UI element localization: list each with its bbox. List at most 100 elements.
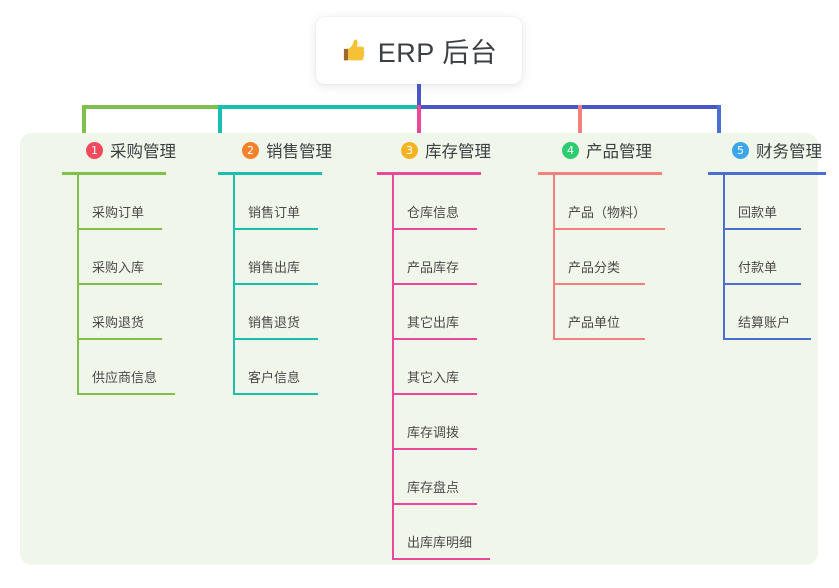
branch-item-label: 其它入库 [407,370,460,385]
branch-title-3: 库存管理 [425,143,491,161]
branch-header-4[interactable]: 4 产品管理 [538,133,698,167]
branch-item[interactable]: 产品分类 [538,230,698,285]
branch-item[interactable]: 付款单 [708,230,839,285]
branch-spine-1 [77,175,79,395]
branch-spine-4 [553,175,555,340]
branch-item-rule [392,558,490,560]
branch-item-rule [553,283,645,285]
branch-item-label: 客户信息 [248,370,301,385]
branch-item[interactable]: 其它出库 [377,285,527,340]
branch-item-rule [77,283,162,285]
branch-badge-4: 4 [562,141,579,159]
branch-header-5[interactable]: 5 财务管理 [708,133,839,167]
branch-item[interactable]: 产品（物料） [538,175,698,230]
branch-underline-1 [62,172,166,175]
branch-items-3: 仓库信息产品库存其它出库其它入库库存调拨库存盘点出库库明细 [377,175,527,560]
branch-item-label: 其它出库 [407,315,460,330]
branch-spine-2 [233,175,235,395]
branch-item-rule [77,338,162,340]
branch-item-label: 产品（物料） [568,205,647,220]
branch-item-label: 供应商信息 [92,370,158,385]
branch-item-label: 出库库明细 [407,535,473,550]
branch-item[interactable]: 采购退货 [62,285,212,340]
branch-item-label: 采购订单 [92,205,145,220]
connector-stem-main [417,84,421,107]
branch-badge-1: 1 [86,141,103,159]
branch-item-rule [553,338,645,340]
branch-underline-2 [218,172,322,175]
branch-column-4: 4 产品管理 产品（物料） 产品分类产品单位 [538,133,698,340]
branch-badge-3: 3 [401,141,418,159]
branch-items-2: 销售订单销售出库销售退货客户信息 [218,175,368,395]
branch-item-rule [392,283,477,285]
root-node-title: ERP 后台 [377,38,498,68]
branch-item[interactable]: 库存盘点 [377,450,527,505]
branch-item-rule [233,393,318,395]
branch-item[interactable]: 产品单位 [538,285,698,340]
branch-item[interactable]: 回款单 [708,175,839,230]
branch-item[interactable]: 采购入库 [62,230,212,285]
branch-header-1[interactable]: 1 采购管理 [62,133,212,167]
branch-item-rule [77,393,175,395]
branch-item-rule [392,228,477,230]
branch-column-3: 3 库存管理 仓库信息产品库存其它出库其它入库库存调拨库存盘点出库库明细 [377,133,527,560]
branch-column-5: 5 财务管理 回款单付款单结算账户 [708,133,839,340]
branch-item-label: 库存调拨 [407,425,460,440]
branch-item[interactable]: 供应商信息 [62,340,212,395]
branch-item-rule [77,228,162,230]
branch-item-rule [233,338,318,340]
branch-item-rule [723,338,811,340]
branch-item-rule [723,283,801,285]
branch-item[interactable]: 产品库存 [377,230,527,285]
branch-underline-3 [377,172,481,175]
branch-item-label: 结算账户 [738,315,791,330]
branch-item-rule [553,228,665,230]
branch-badge-2: 2 [242,141,259,159]
branch-item-rule [392,503,477,505]
branch-item-label: 回款单 [738,205,778,220]
branch-item[interactable]: 仓库信息 [377,175,527,230]
branch-item-label: 采购入库 [92,260,145,275]
branch-item-rule [723,228,801,230]
branch-title-5: 财务管理 [756,143,822,161]
connector-drop-branch-4 [578,105,582,136]
branch-title-2: 销售管理 [266,143,332,161]
branch-items-4: 产品（物料） 产品分类产品单位 [538,175,698,340]
connector-bus-green [82,105,218,109]
connector-drop-branch-1 [82,105,86,136]
connector-bus-blue [419,105,719,109]
branch-column-2: 2 销售管理 销售订单销售出库销售退货客户信息 [218,133,368,395]
branch-item[interactable]: 采购订单 [62,175,212,230]
root-node-card[interactable]: ERP 后台 [316,17,522,84]
branch-underline-5 [708,172,826,175]
branch-column-1: 1 采购管理 采购订单采购入库采购退货供应商信息 [62,133,212,395]
branch-spine-3 [392,175,394,560]
branch-header-3[interactable]: 3 库存管理 [377,133,527,167]
connector-drop-branch-2 [218,105,222,136]
branch-item-label: 产品分类 [568,260,621,275]
branch-spine-5 [723,175,725,340]
branch-item-label: 采购退货 [92,315,145,330]
branch-item-rule [392,338,477,340]
branch-item[interactable]: 出库库明细 [377,505,527,560]
branch-item-rule [233,283,318,285]
branch-item-label: 销售出库 [248,260,301,275]
branch-item[interactable]: 其它入库 [377,340,527,395]
connector-bus-teal [218,105,419,109]
connector-drop-branch-5 [717,105,721,136]
branch-items-5: 回款单付款单结算账户 [708,175,839,340]
diagram-panel: 1 采购管理 采购订单采购入库采购退货供应商信息 2 销售管理 销售订单销售出库… [20,133,826,565]
branch-item[interactable]: 客户信息 [218,340,368,395]
branch-item[interactable]: 销售出库 [218,230,368,285]
branch-item-label: 仓库信息 [407,205,460,220]
branch-underline-4 [538,172,662,175]
branch-item[interactable]: 销售退货 [218,285,368,340]
branch-title-1: 采购管理 [110,143,176,161]
branch-item-label: 库存盘点 [407,480,460,495]
branch-item[interactable]: 库存调拨 [377,395,527,450]
branch-item-label: 产品单位 [568,315,621,330]
branch-item[interactable]: 结算账户 [708,285,839,340]
branch-header-2[interactable]: 2 销售管理 [218,133,368,167]
branch-item[interactable]: 销售订单 [218,175,368,230]
connector-drop-branch-3 [417,105,421,136]
